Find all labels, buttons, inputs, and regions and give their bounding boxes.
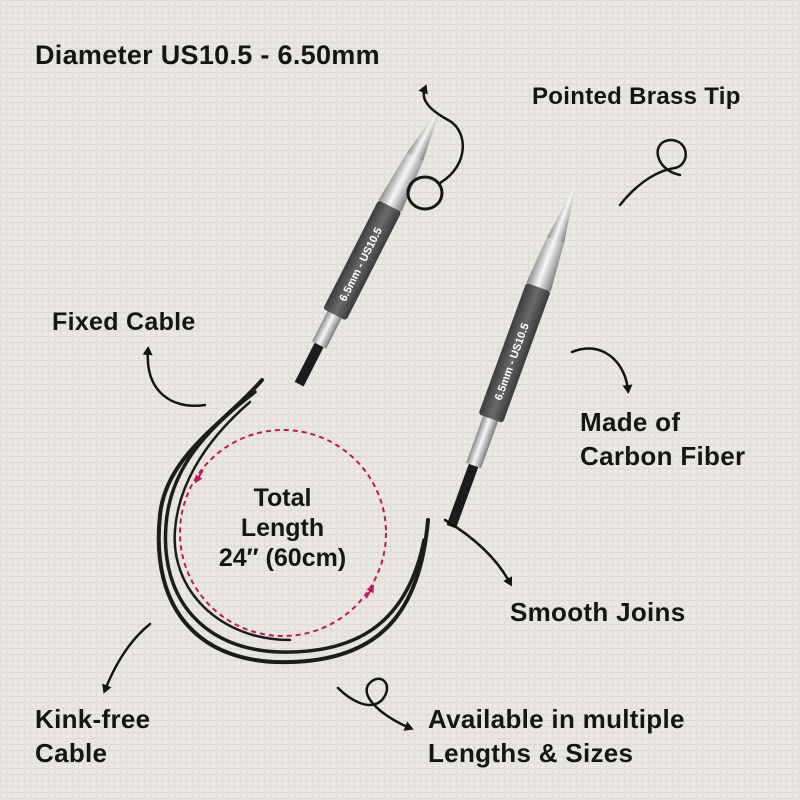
label-kink-free-line2: Cable — [35, 738, 108, 768]
arrow-top-left-icon — [194, 469, 204, 484]
label-kink-free-line1: Kink-free — [35, 704, 151, 734]
arrow-smooth-joins-icon — [443, 518, 513, 587]
label-brass-tip-text: Pointed Brass Tip — [532, 83, 741, 110]
cable — [156, 378, 430, 665]
label-smooth-joins-text: Smooth Joins — [510, 597, 686, 627]
label-total-length-line3: 24″ (60cm) — [218, 544, 347, 572]
arrow-brass-tip-icon — [618, 138, 687, 207]
label-available-line2: Lengths & Sizes — [428, 738, 634, 768]
label-total-length-line1: Total — [253, 484, 312, 512]
label-fixed-cable-text: Fixed Cable — [52, 308, 196, 336]
length-indicator — [179, 429, 387, 637]
diameter-ring-icon — [406, 175, 444, 211]
arrow-diameter-icon — [418, 84, 464, 185]
label-carbon-fiber-line1: Made of — [580, 407, 681, 437]
label-carbon-fiber-line2: Carbon Fiber — [580, 441, 746, 471]
label-fixed-cable: Fixed Cable — [52, 305, 196, 339]
label-smooth-joins: Smooth Joins — [510, 595, 686, 629]
arrow-fixed-cable-icon — [142, 346, 207, 407]
annotation-arrows — [102, 84, 687, 731]
label-brass-tip: Pointed Brass Tip — [532, 80, 741, 114]
label-available: Available in multiple Lengths & Sizes — [428, 702, 685, 770]
arrow-available-icon — [336, 677, 414, 731]
label-kink-free: Kink-free Cable — [35, 702, 150, 770]
label-diameter: Diameter US10.5 - 6.50mm — [35, 38, 380, 72]
arrow-carbon-fiber-icon — [570, 347, 633, 394]
label-carbon-fiber: Made of Carbon Fiber — [580, 405, 745, 473]
arrow-bottom-right-icon — [365, 584, 375, 599]
label-available-line1: Available in multiple — [428, 704, 685, 734]
label-total-length-line2: Length — [240, 514, 325, 542]
label-diameter-text: Diameter US10.5 - 6.50mm — [35, 40, 380, 70]
arrow-kink-free-icon — [102, 622, 152, 694]
label-total-length: Total Length 24″ (60cm) — [200, 483, 365, 573]
dashed-circle — [179, 429, 387, 637]
